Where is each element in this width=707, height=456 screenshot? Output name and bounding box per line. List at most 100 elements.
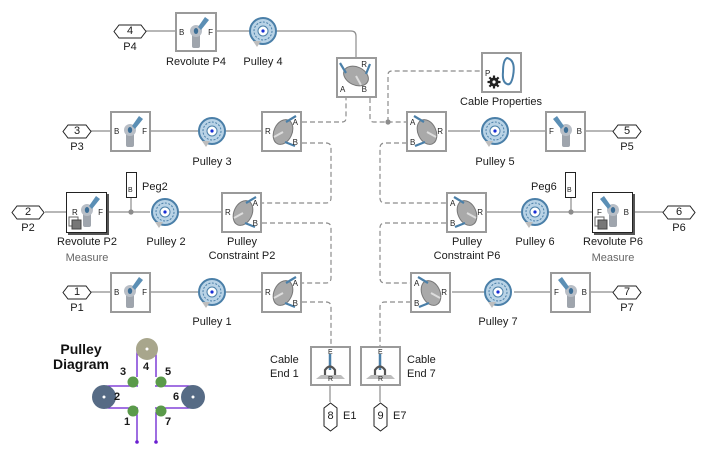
- port-e1-label: E1: [343, 410, 357, 422]
- port-r-label: R: [265, 288, 271, 297]
- port-b-label: B: [414, 299, 420, 308]
- port-r-label: R: [328, 376, 334, 383]
- revolute-p2-block[interactable]: R F: [66, 192, 107, 233]
- diagram-num-5: 5: [165, 366, 172, 378]
- revolute-p1-block[interactable]: B F: [110, 272, 151, 313]
- port-p4[interactable]: [113, 24, 147, 39]
- port-f-label: F: [98, 208, 103, 217]
- revolute-p7-block[interactable]: F B: [550, 272, 591, 313]
- cable-properties-block[interactable]: P: [481, 52, 522, 93]
- port-b-label: B: [361, 85, 367, 94]
- port-p5-label: P5: [620, 141, 634, 153]
- port-r-label: R: [72, 208, 78, 217]
- diagram-num-4: 4: [143, 361, 150, 373]
- port-r-label: R: [437, 127, 443, 136]
- pulley-constraint-p6-block[interactable]: A B R: [446, 192, 487, 233]
- pulley-2-label: Pulley 2: [146, 236, 186, 248]
- diagram-num-3: 3: [120, 366, 127, 378]
- cable-end-1-label-1: Cable: [270, 354, 299, 366]
- port-a-label: A: [292, 118, 298, 127]
- port-e-label: E: [328, 349, 333, 356]
- revolute-p5-block[interactable]: F B: [545, 111, 586, 152]
- port-p7-label: P7: [620, 302, 634, 314]
- port-e1[interactable]: [323, 402, 338, 432]
- pulley-constraint-p2-block[interactable]: R A B: [221, 192, 262, 233]
- peg2-label: Peg2: [142, 181, 168, 193]
- port-b-label: B: [581, 288, 587, 297]
- revolute-joint-icon: [68, 196, 100, 230]
- pulley-1-label: Pulley 1: [192, 316, 232, 328]
- pulley-7-icon: [484, 278, 512, 309]
- diagram-num-7: 7: [165, 416, 172, 428]
- pulley-5-label: Pulley 5: [475, 156, 515, 168]
- revolute-p2-sublabel: Measure: [65, 252, 109, 264]
- port-f-label: F: [142, 288, 147, 297]
- port-r-label: R: [477, 208, 483, 217]
- pulley-constraint-p6-label-2: Constraint P6: [433, 250, 501, 262]
- pulley-constraint-p6-label-1: Pulley: [452, 236, 482, 248]
- pulley-constraint-p5-block[interactable]: A B R: [406, 111, 447, 152]
- port-e7[interactable]: [373, 402, 388, 432]
- port-e7-label: E7: [393, 410, 407, 422]
- port-p2-label: P2: [21, 222, 35, 234]
- pulley-6-label: Pulley 6: [515, 236, 555, 248]
- port-p6[interactable]: [662, 205, 696, 220]
- port-b-label: B: [114, 127, 120, 136]
- peg6-block[interactable]: B: [565, 172, 576, 198]
- port-b-label: B: [567, 187, 572, 194]
- port-p1[interactable]: [62, 285, 92, 300]
- cable-end-1-label-2: End 1: [270, 368, 299, 380]
- peg2-block[interactable]: B: [126, 172, 137, 198]
- revolute-p3-block[interactable]: B F: [110, 111, 151, 152]
- revolute-p6-sublabel: Measure: [591, 252, 635, 264]
- pulley-constraint-p2-label-2: Constraint P2: [208, 250, 276, 262]
- pulley-diagram-title-2: Diagram: [52, 356, 110, 372]
- cable-end-7-label-2: End 7: [407, 368, 436, 380]
- port-f-label: F: [208, 28, 213, 37]
- pulley-diagram-graphic: [92, 338, 205, 444]
- diagram-num-1: 1: [124, 416, 131, 428]
- port-a-label: A: [292, 279, 298, 288]
- port-f-label: F: [142, 127, 147, 136]
- pulley-5-icon: [481, 117, 509, 148]
- pulley-4-label: Pulley 4: [243, 56, 283, 68]
- port-r-label: R: [225, 208, 231, 217]
- pulley-constraint-p3-block[interactable]: R A B: [261, 111, 302, 152]
- revolute-joint-icon: [594, 196, 619, 230]
- pulley-constraint-p7-block[interactable]: A B R: [410, 272, 451, 313]
- pulley-4-icon: [249, 17, 277, 48]
- revolute-p6-label: Revolute P6: [583, 236, 643, 248]
- pulley-constraint-p4-block[interactable]: A B R: [336, 57, 377, 98]
- port-p2[interactable]: [11, 205, 45, 220]
- port-e-label: E: [378, 349, 383, 356]
- port-p1-number: 1: [73, 286, 81, 298]
- pulley-3-label: Pulley 3: [192, 156, 232, 168]
- port-p5[interactable]: [612, 124, 642, 139]
- port-f-label: F: [597, 208, 602, 217]
- port-b-label: B: [179, 28, 185, 37]
- pulley-2-icon: [151, 198, 179, 229]
- cable-anchor-icon: [316, 354, 345, 379]
- port-e7-number: 9: [377, 410, 384, 422]
- port-a-label: A: [414, 279, 420, 288]
- port-p5-number: 5: [623, 125, 631, 137]
- port-b-label: B: [576, 127, 582, 136]
- port-p3[interactable]: [62, 124, 92, 139]
- pulley-constraint-p1-block[interactable]: R A B: [261, 272, 302, 313]
- port-e1-number: 8: [327, 410, 334, 422]
- cable-anchor-icon: [366, 354, 395, 379]
- port-p3-number: 3: [73, 125, 81, 137]
- port-p6-label: P6: [672, 222, 686, 234]
- port-a-label: A: [252, 199, 258, 208]
- diagram-num-2: 2: [114, 391, 121, 403]
- port-b-label: B: [623, 208, 629, 217]
- pulley-7-label: Pulley 7: [478, 316, 518, 328]
- cable-end-1-block[interactable]: E R: [310, 346, 351, 386]
- cable-end-7-block[interactable]: E R: [360, 346, 401, 386]
- port-a-label: A: [410, 118, 416, 127]
- port-p7[interactable]: [612, 285, 642, 300]
- revolute-p6-block[interactable]: F B: [592, 192, 633, 233]
- revolute-p4-block[interactable]: B F: [175, 12, 217, 52]
